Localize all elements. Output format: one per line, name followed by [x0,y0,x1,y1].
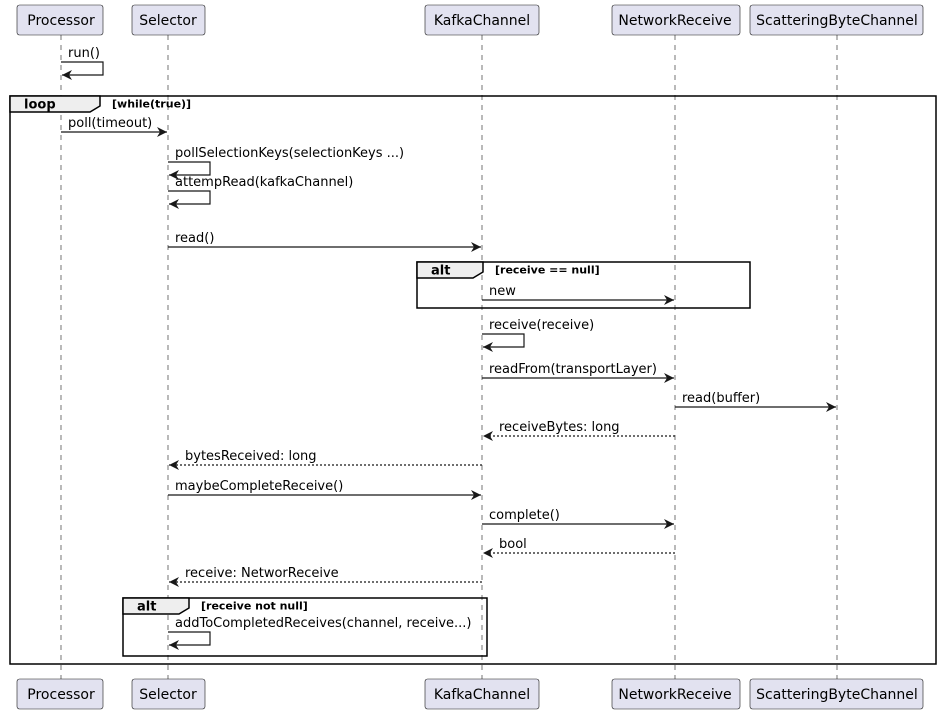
message-label: receiveBytes: long [499,420,620,435]
participant-label: KafkaChannel [434,13,530,29]
message-label: readFrom(transportLayer) [489,362,657,377]
message-arrow: run() [61,46,104,80]
alt-fragment: alt [receive == null] [416,261,751,309]
message-label: poll(timeout) [68,116,152,131]
message-arrow: addToCompletedReceives(channel, receive.… [168,616,471,650]
participant-network-receive-top: NetworkReceive [611,4,741,36]
participant-label: KafkaChannel [434,687,530,703]
message-arrow: receive(receive) [482,318,594,352]
participant-scattering-byte-channel-top: ScatteringByteChannel [749,4,924,36]
message-label: read(buffer) [682,391,760,406]
message-arrow: read(buffer) [675,391,836,412]
participant-kafka-channel-bottom: KafkaChannel [424,678,540,710]
message-arrow: receive: NetworReceive [169,566,482,587]
message-label: addToCompletedReceives(channel, receive.… [175,616,471,631]
fragment-condition: [receive not null] [201,600,308,613]
participant-label: NetworkReceive [618,13,731,29]
message-label: read() [175,231,214,246]
message-arrow: bytesReceived: long [169,449,482,470]
message-arrow: new [482,284,674,305]
fragment-keyword: loop [24,98,56,113]
loop-fragment: loop [while(true)] [9,95,937,665]
message-arrow: read() [168,231,481,252]
fragment-keyword: alt [137,600,156,615]
message-arrow: poll(timeout) [61,116,167,137]
participant-processor-bottom: Processor [16,678,104,710]
message-label: receive: NetworReceive [185,566,339,581]
message-arrow: receiveBytes: long [483,420,675,441]
participant-kafka-channel-top: KafkaChannel [424,4,540,36]
participant-processor-top: Processor [16,4,104,36]
message-arrow: attempRead(kafkaChannel) [168,175,353,209]
message-label: pollSelectionKeys(selectionKeys ...) [175,146,404,161]
message-label: bool [499,537,527,552]
participant-label: Selector [139,687,197,703]
participant-selector-bottom: Selector [131,678,206,710]
message-label: attempRead(kafkaChannel) [175,175,353,190]
participant-label: NetworkReceive [618,687,731,703]
participant-network-receive-bottom: NetworkReceive [611,678,741,710]
fragment-condition: [while(true)] [112,98,191,111]
message-arrow: bool [483,537,675,558]
message-label: run() [68,46,100,61]
message-label: maybeCompleteReceive() [175,479,343,494]
message-label: bytesReceived: long [185,449,317,464]
participant-scattering-byte-channel-bottom: ScatteringByteChannel [749,678,924,710]
participant-selector-top: Selector [131,4,206,36]
participant-label: ScatteringByteChannel [756,687,918,703]
message-arrow: complete() [482,508,674,529]
message-arrow: maybeCompleteReceive() [168,479,481,500]
message-label: complete() [489,508,560,523]
message-label: new [489,284,516,299]
message-arrow: readFrom(transportLayer) [482,362,674,383]
message-arrow: pollSelectionKeys(selectionKeys ...) [168,146,404,180]
fragment-keyword: alt [431,264,450,279]
participant-label: Selector [139,13,197,29]
participant-label: Processor [27,13,95,29]
participant-label: ScatteringByteChannel [756,13,918,29]
message-label: receive(receive) [489,318,594,333]
fragment-condition: [receive == null] [495,264,600,277]
alt-fragment: alt [receive not null] [122,597,488,657]
participant-label: Processor [27,687,95,703]
